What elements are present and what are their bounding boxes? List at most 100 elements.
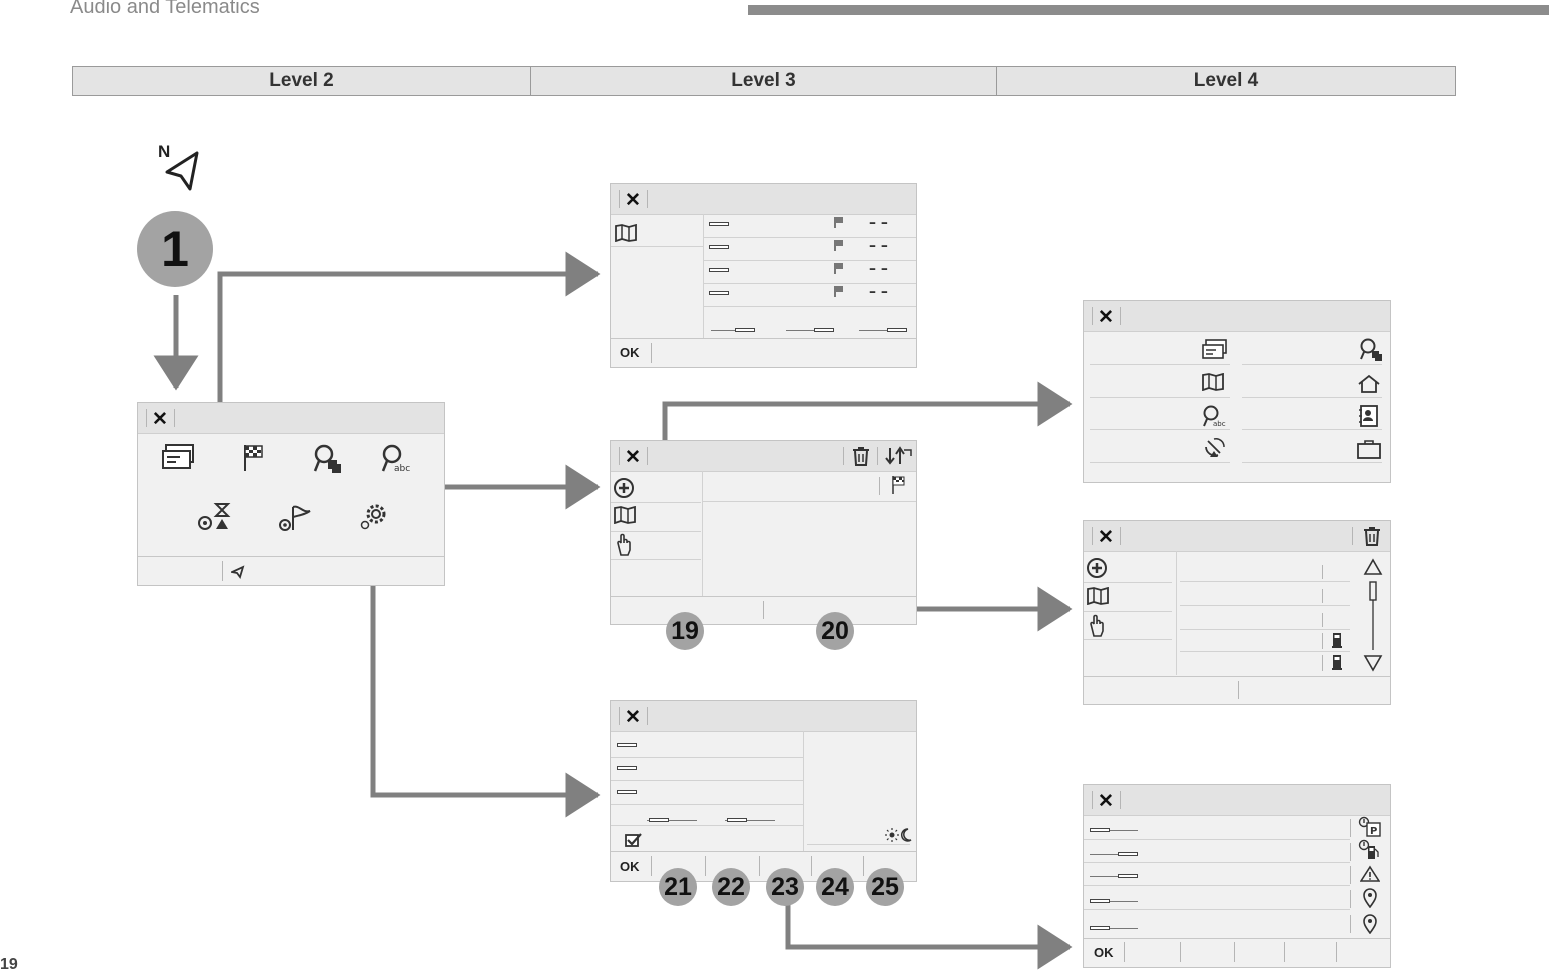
bottom-bar-separator <box>1180 942 1181 962</box>
row-rule <box>1242 364 1382 365</box>
slider-dash <box>1090 899 1110 903</box>
toolbar-separator <box>877 447 878 465</box>
warning-triangle-icon <box>1360 865 1380 882</box>
flag-icon <box>834 217 843 228</box>
close-icon[interactable]: ✕ <box>625 447 641 468</box>
reorder-arrows-icon[interactable] <box>885 445 913 467</box>
row-rule <box>1084 885 1350 886</box>
trash-icon[interactable] <box>852 446 870 466</box>
toolbar-separator <box>843 447 844 465</box>
row-rule <box>1090 364 1230 365</box>
satellite-gps-icon[interactable] <box>1202 435 1228 461</box>
checkbox-checked-icon[interactable] <box>625 832 643 848</box>
level-2-header: Level 2 <box>73 67 531 95</box>
bottom-bar-separator <box>863 856 864 876</box>
navigation-options-screen: ✕ OK <box>610 700 917 882</box>
screen-title-bar <box>1084 785 1390 816</box>
summary-line <box>711 330 755 331</box>
close-separator-right <box>174 409 175 427</box>
close-separator <box>1092 307 1093 325</box>
route-item-dash <box>709 268 729 272</box>
left-column-rule <box>611 531 701 532</box>
ok-button[interactable]: OK <box>1094 945 1114 960</box>
bottom-bar-separator <box>1284 942 1285 962</box>
compass-north-label: N <box>158 142 171 161</box>
row-separator <box>1350 819 1351 837</box>
recent-destinations-icon[interactable] <box>1202 339 1228 361</box>
left-column-rule <box>611 502 701 503</box>
row-rule <box>704 283 916 284</box>
summary-dash <box>887 328 907 332</box>
map-icon[interactable] <box>1202 373 1224 391</box>
slider-line <box>1090 876 1138 877</box>
close-icon[interactable]: ✕ <box>1098 791 1114 812</box>
stage-list-screen: ✕ <box>1083 520 1391 705</box>
location-pin-icon <box>1363 888 1377 908</box>
left-column-rule <box>611 246 703 247</box>
route-item-dash <box>709 222 729 226</box>
itinerary-screen: ✕ – – – – – – – – OK <box>610 183 917 368</box>
row-rule <box>1084 862 1350 863</box>
bottom-bar-separator <box>1238 681 1239 699</box>
slider-line <box>647 820 697 821</box>
checkered-flag-icon[interactable] <box>242 443 266 473</box>
search-address-abc-icon[interactable]: abc <box>381 443 413 475</box>
route-options-timer-icon[interactable] <box>196 501 232 533</box>
add-circle-icon[interactable] <box>1086 557 1108 579</box>
close-icon[interactable]: ✕ <box>1098 307 1114 328</box>
option-item-dash <box>617 790 637 794</box>
trash-icon[interactable] <box>1363 526 1381 546</box>
checkered-flag-icon <box>892 476 905 494</box>
hand-pointer-icon[interactable] <box>615 533 633 557</box>
left-column-rule <box>1084 611 1172 612</box>
column-divider <box>803 731 804 851</box>
close-icon[interactable]: ✕ <box>625 190 641 211</box>
screen-title-bar <box>1084 301 1390 332</box>
svg-text:abc: abc <box>1213 420 1226 428</box>
close-icon[interactable]: ✕ <box>1098 527 1114 548</box>
hand-pointer-icon[interactable] <box>1088 614 1106 638</box>
navigation-arrow-icon <box>165 151 199 191</box>
slider-dash <box>1090 828 1110 832</box>
close-separator <box>619 447 620 465</box>
arrow-settings-to-options <box>370 540 601 818</box>
svg-text:P: P <box>1370 826 1377 837</box>
map-icon[interactable] <box>1087 587 1109 605</box>
close-icon[interactable]: ✕ <box>625 707 641 728</box>
ok-button[interactable]: OK <box>620 345 640 360</box>
column-divider <box>703 214 704 338</box>
bottom-bar-separator <box>222 561 223 581</box>
briefcase-work-icon[interactable] <box>1356 439 1382 459</box>
close-separator <box>619 190 620 208</box>
recent-destinations-icon[interactable] <box>162 443 196 471</box>
navigation-arrow-small-icon[interactable] <box>231 565 245 579</box>
route-item-dash <box>709 291 729 295</box>
summary-dash <box>814 328 834 332</box>
close-icon[interactable]: ✕ <box>152 409 168 430</box>
route-item-dash <box>709 245 729 249</box>
search-poi-icon[interactable] <box>1359 337 1385 363</box>
option-item-dash <box>617 743 637 747</box>
time-placeholder: – – <box>869 238 888 254</box>
bottom-bar-separator <box>1234 942 1235 962</box>
bottom-bar-separator <box>763 601 764 619</box>
row-separator <box>1322 655 1323 671</box>
settings-gear-icon[interactable] <box>360 501 390 531</box>
row-rule <box>704 237 916 238</box>
search-address-abc-icon[interactable]: abc <box>1202 404 1228 428</box>
header-rule <box>748 5 1549 15</box>
scrollbar[interactable] <box>1362 558 1384 674</box>
close-separator <box>146 409 147 427</box>
home-icon[interactable] <box>1357 374 1381 394</box>
map-icon[interactable] <box>615 224 637 242</box>
ok-button[interactable]: OK <box>620 859 640 874</box>
level2-navigation-menu-screen: ✕ abc <box>137 402 445 586</box>
day-night-mode-icon[interactable] <box>885 827 913 843</box>
route-flag-settings-icon[interactable] <box>278 503 314 533</box>
map-icon[interactable] <box>614 506 636 524</box>
search-poi-icon[interactable] <box>313 443 343 475</box>
contacts-book-icon[interactable] <box>1358 405 1380 427</box>
add-circle-icon[interactable] <box>613 477 635 499</box>
row-separator <box>1350 890 1351 908</box>
screen-title-bar <box>611 184 916 215</box>
